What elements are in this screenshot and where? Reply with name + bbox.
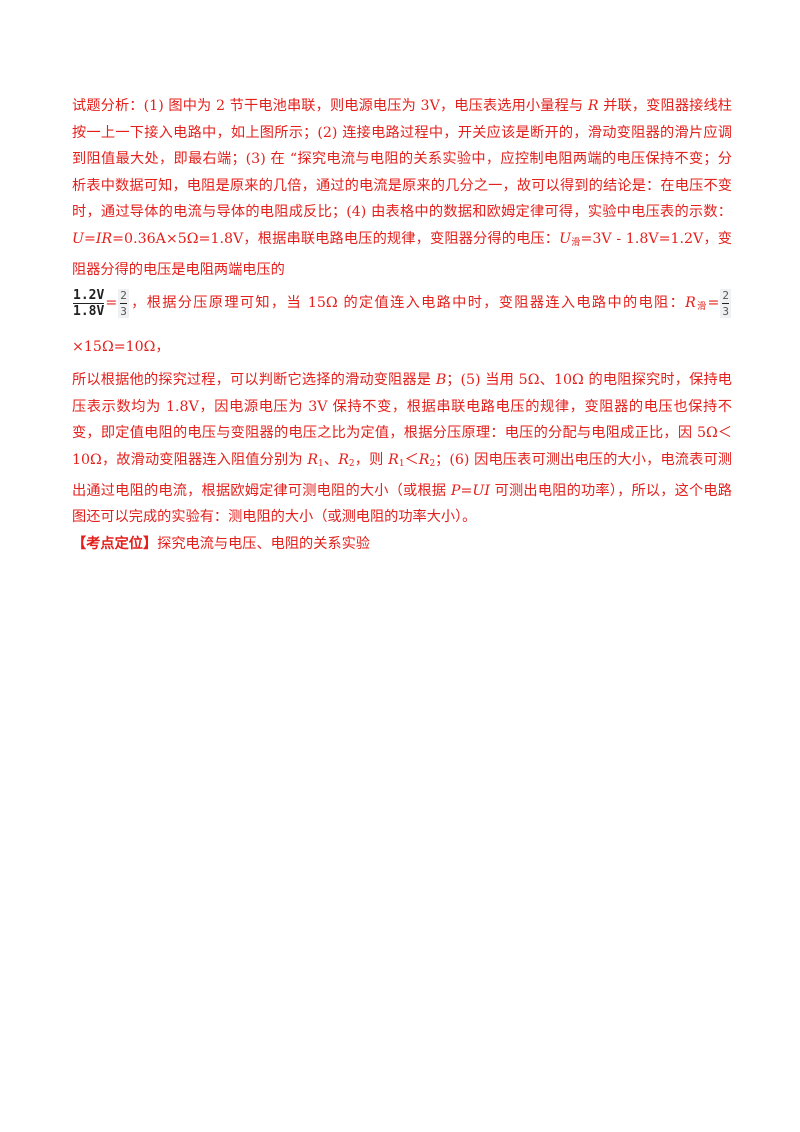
symbol-b: B (435, 372, 447, 389)
fraction-numerator: 1.2V (73, 287, 105, 303)
subscript-1: 1 (398, 458, 405, 469)
symbol-u: U (72, 230, 84, 247)
separator: 、 (323, 451, 339, 468)
fraction-bar (73, 302, 105, 304)
equals-sign: = (460, 482, 473, 499)
fraction-denominator: 3 (120, 304, 127, 318)
analysis-text-6: ，则 (354, 451, 389, 468)
subscript-1: 1 (318, 458, 324, 469)
symbol-ir: IR (95, 230, 113, 247)
symbol-ui: UI (472, 482, 490, 499)
symbol-r2: R (338, 451, 349, 468)
fraction-voltage-ratio: 1.2V 1.8V (73, 287, 105, 319)
slide-voltage-text: =3V - 1.8V=1.2V，变阻器分得的电压是电阻两端电压的 (72, 230, 732, 278)
analysis-text-4: 所以根据他的探究过程，可以判断它选择的滑动变阻器是 (72, 372, 436, 389)
subscript-2: 2 (348, 458, 355, 469)
equals-sign: = (105, 295, 118, 312)
exam-point-label: 【考点定位】 (72, 535, 158, 552)
resistance-result: ×15Ω=10Ω， (72, 339, 170, 356)
subscript-slide: 滑 (695, 302, 708, 313)
analysis-text-8: 可测出电阻的功率），所以，这个电路图还可以完成的实验有：测电阻的大小（或测电阻的… (72, 482, 732, 526)
symbol-u-slide: U (559, 230, 572, 247)
symbol-p: P (450, 482, 461, 499)
fraction-bar (120, 302, 127, 304)
symbol-r1: R (307, 451, 318, 468)
equals-sign: = (83, 230, 96, 247)
exam-point-footer: 【考点定位】探究电流与电压、电阻的关系实验 (72, 531, 732, 558)
fraction-line: 1.2V 1.8V = 2 3 ，根据分压原理可知，当 15Ω 的定值连入电路中… (72, 283, 732, 367)
fraction-denominator: 1.8V (73, 303, 105, 319)
analysis-paragraph: 试题分析：(1) 图中为 2 节干电池串联，则电源电压为 3V，电压表选用小量程… (72, 93, 732, 283)
analysis-text-2: 并联，变阻器接线柱按一上一下接入电路中，如上图所示；(2) 连接电路过程中，开关… (72, 98, 732, 221)
exam-point-text: 探究电流与电压、电阻的关系实验 (157, 535, 370, 552)
less-than-sign: ＜ (404, 451, 419, 468)
subscript-2: 2 (429, 458, 436, 469)
ohm-calculation: =0.36A×5Ω=1.8V，根据串联电路电压的规律，变阻器分得的电压： (112, 230, 560, 247)
document-body: 试题分析：(1) 图中为 2 节干电池串联，则电源电压为 3V，电压表选用小量程… (72, 93, 732, 557)
equals-sign: = (707, 295, 720, 312)
subscript-slide: 滑 (571, 237, 581, 248)
fraction-numerator: 2 (722, 288, 729, 302)
symbol-r1: R (388, 451, 399, 468)
analysis-text-7: ；(6) 因电压表可测出电压的大小，电流表可测出通过电阻的电流，根据欧姆定律可测… (72, 451, 732, 499)
analysis-paragraph-continued: 所以根据他的探究过程，可以判断它选择的滑动变阻器是 B；(5) 当用 5Ω、10… (72, 367, 732, 531)
analysis-text-1: (1) 图中为 2 节干电池串联，则电源电压为 3V，电压表选用小量程与 (143, 98, 588, 114)
fraction-bar (722, 302, 729, 304)
symbol-r2: R (418, 451, 430, 468)
analysis-text-3: ，根据分压原理可知，当 15Ω 的定值连入电路中时，变阻器连入电路中的电阻： (129, 295, 686, 312)
analysis-text-5: ；(5) 当用 5Ω、10Ω 的电阻探究时，保持电压表示数均为 1.8V，因电源… (72, 372, 732, 468)
fraction-denominator: 3 (722, 304, 729, 318)
fraction-two-thirds: 2 3 (720, 288, 731, 318)
analysis-label: 试题分析： (72, 98, 144, 114)
fraction-two-thirds: 2 3 (118, 288, 129, 318)
symbol-r: R (587, 98, 599, 114)
fraction-numerator: 2 (120, 288, 127, 302)
symbol-r-slide: R (685, 295, 696, 312)
